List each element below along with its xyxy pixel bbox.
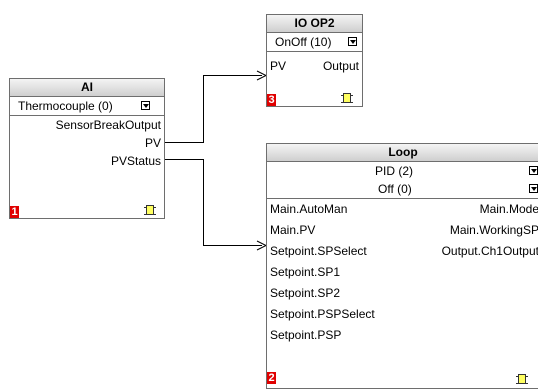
dropdown-arrow-icon[interactable] — [529, 166, 538, 175]
loop-type-dropdown[interactable]: PID (2) — [267, 162, 538, 180]
loop-input-setpoint-sp2[interactable]: Setpoint.SP2 — [270, 286, 341, 300]
loop-row-2: Main.PV Main.WorkingSP — [267, 221, 538, 239]
pin-label: PV — [144, 136, 161, 150]
io-op2-pin-row: PV Output — [267, 57, 362, 75]
loop-block[interactable]: Loop PID (2) Off (0) Main.AutoMan Main.M… — [266, 143, 538, 389]
loop-input-main-pv[interactable]: Main.PV — [270, 223, 316, 237]
wire-sensorbreak-to-pv — [163, 75, 262, 143]
loop-input-setpoint-sp1[interactable]: Setpoint.SP1 — [270, 265, 341, 279]
chip-icon[interactable] — [144, 205, 156, 215]
io-op2-block-title: IO OP2 — [267, 15, 362, 33]
ai-type-value: Thermocouple (0) — [18, 99, 113, 113]
io-op2-block[interactable]: IO OP2 OnOff (10) PV Output 3 — [266, 14, 363, 107]
ai-type-dropdown[interactable]: Thermocouple (0) — [10, 97, 164, 116]
block-number-badge: 2 — [267, 372, 276, 384]
pin-label: SensorBreakOutput — [55, 118, 161, 132]
ai-output-pv[interactable]: PV — [10, 134, 164, 152]
block-number-badge: 1 — [10, 206, 19, 218]
dropdown-arrow-icon[interactable] — [348, 37, 357, 46]
loop-input-setpoint-spselect[interactable]: Setpoint.SPSelect — [270, 244, 367, 258]
dropdown-arrow-icon[interactable] — [529, 184, 538, 193]
io-op2-output-output[interactable]: Output — [322, 59, 359, 73]
loop-row-3: Setpoint.SPSelect Output.Ch1Output — [267, 242, 538, 260]
loop-output-ch1output[interactable]: Output.Ch1Output — [441, 244, 538, 258]
block-number-badge: 3 — [267, 94, 276, 106]
loop-row-1: Main.AutoMan Main.Mode — [267, 200, 538, 218]
loop-input-main-automan[interactable]: Main.AutoMan — [270, 202, 348, 216]
io-op2-type-dropdown[interactable]: OnOff (10) — [267, 33, 362, 52]
dropdown-arrow-icon[interactable] — [141, 101, 150, 110]
loop-output-main-workingsp[interactable]: Main.WorkingSP — [449, 223, 538, 237]
pin-label: PVStatus — [110, 154, 161, 168]
io-op2-input-pv[interactable]: PV — [270, 59, 287, 73]
loop-mode-dropdown[interactable]: Off (0) — [267, 180, 538, 199]
loop-type-value: PID (2) — [375, 164, 414, 178]
loop-input-setpoint-psp[interactable]: Setpoint.PSP — [270, 328, 342, 342]
loop-block-title: Loop — [267, 144, 538, 162]
loop-output-main-mode[interactable]: Main.Mode — [479, 202, 538, 216]
wire-pv-to-loop-pv — [163, 159, 262, 246]
loop-mode-value: Off (0) — [378, 182, 412, 196]
ai-block[interactable]: AI Thermocouple (0) SensorBreakOutput PV… — [9, 78, 165, 219]
chip-icon[interactable] — [516, 374, 528, 384]
loop-input-setpoint-pspselect[interactable]: Setpoint.PSPSelect — [270, 307, 375, 321]
loop-row-7: Setpoint.PSP — [267, 326, 538, 344]
loop-row-5: Setpoint.SP2 — [267, 284, 538, 302]
io-op2-type-value: OnOff (10) — [275, 35, 332, 49]
loop-row-4: Setpoint.SP1 — [267, 263, 538, 281]
loop-row-6: Setpoint.PSPSelect — [267, 305, 538, 323]
ai-output-sensorbreak[interactable]: SensorBreakOutput — [10, 116, 164, 134]
ai-output-pvstatus[interactable]: PVStatus — [10, 152, 164, 170]
ai-block-title: AI — [10, 79, 164, 97]
chip-icon[interactable] — [341, 93, 353, 103]
